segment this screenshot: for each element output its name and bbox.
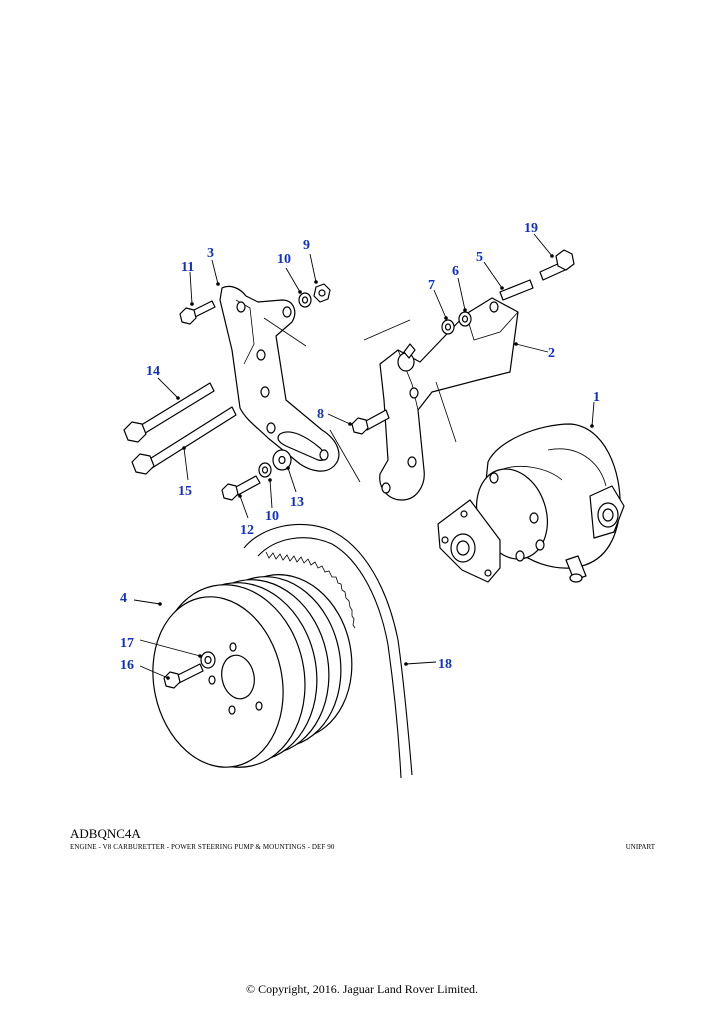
callout-10: 10	[277, 252, 291, 267]
washers-6-7	[441, 311, 472, 335]
nut-and-washer-upper	[298, 283, 331, 308]
callout-17: 17	[120, 636, 134, 651]
bolt-19	[539, 249, 575, 281]
leader-lines	[133, 233, 595, 680]
callout-numbers: 1 2 3 4 5 6 7 8 9 10 11 12 13 14 15 16 1…	[120, 221, 600, 673]
callout-2: 2	[548, 346, 555, 361]
callout-14: 14	[146, 364, 160, 379]
callout-4: 4	[120, 591, 127, 606]
callout-8: 8	[317, 407, 324, 422]
callout-12: 12	[240, 523, 254, 538]
callout-15: 15	[178, 484, 192, 499]
long-bolts	[123, 382, 237, 475]
callout-19: 19	[524, 221, 538, 236]
power-steering-pump	[437, 423, 625, 583]
bolt-8	[351, 409, 390, 435]
callout-10-lower: 10	[265, 509, 279, 524]
supplier-label: UNIPART	[625, 843, 655, 851]
drive-belt	[243, 523, 413, 779]
pump-rear-bracket	[363, 297, 519, 501]
callout-7: 7	[428, 278, 435, 293]
callout-16: 16	[120, 658, 134, 673]
callout-18: 18	[438, 657, 452, 672]
callout-6: 6	[452, 264, 459, 279]
callout-11: 11	[181, 260, 194, 275]
copyright-notice: © Copyright, 2016. Jaguar Land Rover Lim…	[245, 982, 479, 996]
callout-3: 3	[207, 246, 214, 261]
front-mounting-bracket	[219, 285, 361, 483]
stud-5	[499, 279, 534, 301]
bolt-12-washers	[221, 449, 292, 501]
diagram-caption: ENGINE - V8 CARBURETTER - POWER STEERING…	[70, 843, 335, 851]
callout-13: 13	[290, 495, 304, 510]
crankshaft-pulley	[152, 574, 353, 768]
callout-5: 5	[476, 250, 483, 265]
callout-9: 9	[303, 238, 310, 253]
bolt-11	[179, 300, 216, 325]
diagram-reference-code: ADBQNC4A	[70, 826, 141, 841]
callout-1: 1	[593, 390, 600, 405]
